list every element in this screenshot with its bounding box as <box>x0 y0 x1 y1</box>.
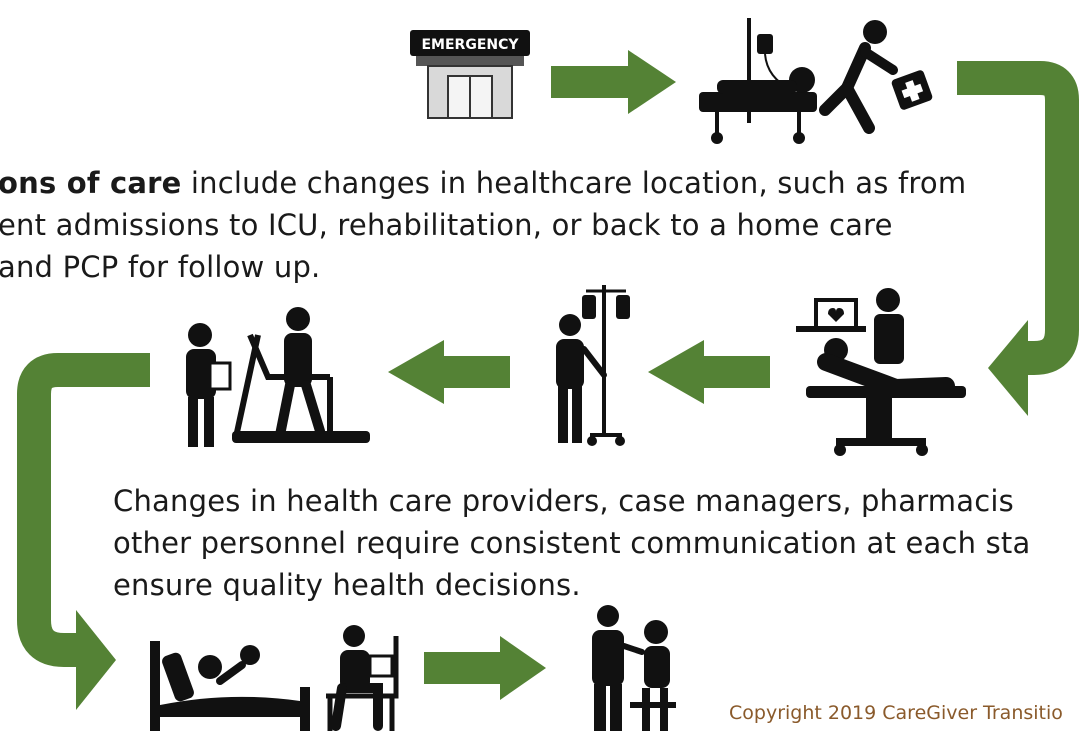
copyright-notice: Copyright 2019 CareGiver Transitio <box>729 702 1063 724</box>
doctor-checkup-icon <box>592 605 676 731</box>
arrow-left-2 <box>388 340 510 404</box>
transitions-line-1-rest: include changes in healthcare location, … <box>181 166 967 200</box>
treadmill-therapy-icon <box>186 307 370 447</box>
transitions-term: ons of care <box>0 166 182 200</box>
arrow-right-1 <box>551 50 676 114</box>
arrow-curve-left <box>17 353 150 710</box>
hospital-bed-paramedic-icon <box>699 18 933 144</box>
emergency-sign-text: EMERGENCY <box>421 37 519 53</box>
arrow-left-1 <box>648 340 770 404</box>
surgery-icu-icon <box>796 288 966 456</box>
arrow-right-2 <box>424 636 546 700</box>
transitions-paragraph: ons of care include changes in healthcar… <box>0 162 966 288</box>
communication-paragraph: Changes in health care providers, case m… <box>113 480 1030 606</box>
communication-line-3: ensure quality health decisions. <box>113 568 581 602</box>
communication-line-2: other personnel require consistent commu… <box>113 526 1031 560</box>
communication-line-1: Changes in health care providers, case m… <box>113 484 1014 518</box>
iv-pole-patient-icon <box>556 285 630 446</box>
emergency-building-icon: EMERGENCY <box>410 30 530 119</box>
home-care-bed-icon <box>150 641 310 731</box>
transitions-line-1: ons of care include changes in healthcar… <box>0 162 966 204</box>
caregiver-chair-icon <box>326 625 399 731</box>
transitions-line-3: and PCP for follow up. <box>0 250 321 284</box>
transitions-line-2: ent admissions to ICU, rehabilitation, o… <box>0 208 893 242</box>
arrow-curve-right <box>957 61 1079 416</box>
